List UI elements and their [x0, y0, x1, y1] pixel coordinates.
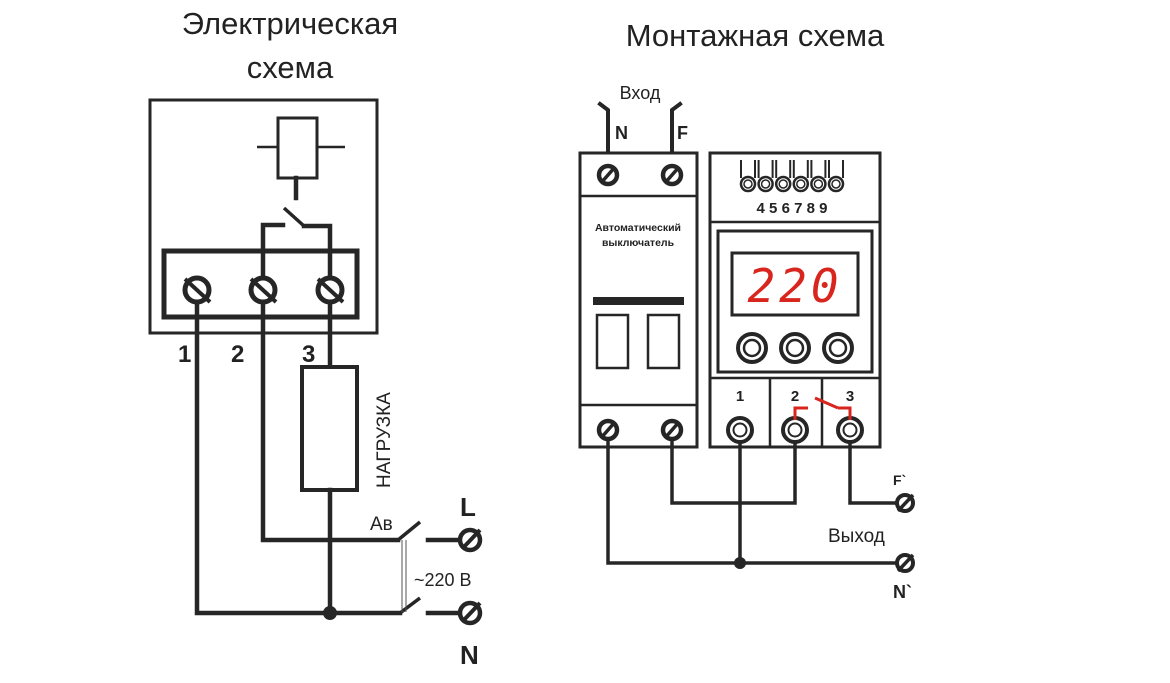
output-label: Выход [828, 526, 885, 547]
output-phase-wire [848, 440, 897, 505]
input-wire-f [670, 101, 683, 165]
display-value: 220 [747, 259, 842, 313]
contact-wire-right [301, 223, 333, 293]
contact-2 [793, 406, 808, 420]
sensor-numbers: 4 5 6 7 8 9 [757, 200, 828, 217]
sensor-lead [810, 160, 827, 178]
sensor-terminal [739, 175, 757, 193]
neutral-terminal [457, 600, 483, 626]
breaker-lever-right[interactable] [646, 313, 681, 370]
relay-terminal-label-1: 1 [736, 388, 744, 405]
voltage-label: ~220 В [414, 570, 472, 590]
terminal-label-2: 2 [231, 341, 244, 368]
neutral-label: N [460, 640, 479, 670]
sensor-lead [828, 160, 844, 178]
terminal-screw-2 [248, 275, 278, 305]
electrical-title-line1: Электрическая [182, 6, 398, 41]
load-resistor [300, 365, 359, 492]
input-f-label: F [677, 123, 688, 143]
relay-setting-button[interactable] [736, 332, 768, 364]
breaker-screw-terminal [660, 163, 684, 187]
breaker-blade-n [398, 596, 422, 615]
breaker-screw-terminal [596, 163, 620, 187]
relay-screw-terminal [726, 416, 754, 444]
sensor-terminal-inner [831, 179, 841, 189]
mounting-title: Монтажная схема [626, 18, 885, 53]
relay-screw-terminal [836, 416, 864, 444]
phase-wire [670, 440, 797, 505]
input-label: Вход [620, 83, 661, 103]
sensor-lead [775, 160, 792, 178]
terminal-screw-3 [315, 275, 345, 305]
line-terminal [457, 527, 483, 553]
breaker-screw-terminal [596, 418, 620, 442]
contact-blade [814, 396, 839, 410]
relay-front-panel [716, 229, 874, 374]
sensor-lead [757, 160, 774, 178]
breaker-label-line2: выключатель [602, 237, 675, 249]
contact-wire-left [260, 222, 286, 293]
terminal-block [161, 248, 360, 320]
sensor-lead [740, 160, 756, 178]
line-label: L [460, 492, 476, 522]
terminal-label-1: 1 [178, 341, 191, 368]
breaker-screws [596, 163, 684, 442]
electrical-title-line2: схема [247, 50, 334, 85]
sensor-terminal-inner [778, 179, 788, 189]
terminal-label-3: 3 [302, 341, 315, 368]
sensor-terminals [739, 160, 845, 193]
sensor-terminal [792, 175, 810, 193]
breaker-lever-left[interactable] [595, 313, 630, 370]
electrical-schematic: Электрическая схема 1 2 3 НАГРУЗКА Ав [148, 6, 483, 670]
relay-setting-button[interactable] [779, 332, 811, 364]
sensor-terminal [757, 175, 774, 193]
neutral-junction [734, 557, 746, 569]
wire-terminal-1 [194, 299, 403, 616]
sensor-terminal-inner [743, 179, 753, 189]
output-f-terminal [895, 493, 915, 513]
breaker-label: Ав [370, 514, 393, 535]
terminal-screw-1 [182, 275, 212, 305]
sensor-terminal [810, 175, 827, 193]
breaker-screw-terminal [660, 418, 684, 442]
input-wire-n [597, 101, 610, 165]
breaker-blade-l [396, 520, 422, 542]
sensor-terminal-inner [813, 179, 824, 189]
voltage-display [730, 251, 860, 317]
relay-controls [726, 332, 864, 444]
breaker-label-line1: Автоматический [595, 222, 681, 234]
relay-contact-blade [282, 206, 306, 228]
output-n-label: N` [893, 582, 912, 602]
sensor-lead [792, 160, 809, 178]
mounting-diagram: Монтажная схема Вход N F Автоматический … [578, 18, 915, 602]
neutral-wire [606, 440, 897, 565]
contact-3 [838, 406, 852, 420]
relay-setting-button[interactable] [822, 332, 854, 364]
sensor-terminal [827, 175, 845, 193]
load-label: НАГРУЗКА [374, 392, 395, 488]
sensor-terminal-inner [760, 179, 771, 189]
sensor-terminal-inner [796, 179, 806, 189]
input-n-label: N [615, 123, 628, 143]
wire-terminal-2 [260, 299, 401, 543]
sensor-terminal [774, 175, 792, 193]
output-f-label: F` [893, 472, 906, 488]
output-n-terminal [895, 553, 915, 573]
junction-dot [323, 606, 337, 620]
relay-terminal-label-3: 3 [846, 388, 854, 405]
relay-screw-terminal [781, 416, 809, 444]
breaker-bar [593, 297, 684, 305]
relay-terminal-label-2: 2 [791, 388, 799, 405]
